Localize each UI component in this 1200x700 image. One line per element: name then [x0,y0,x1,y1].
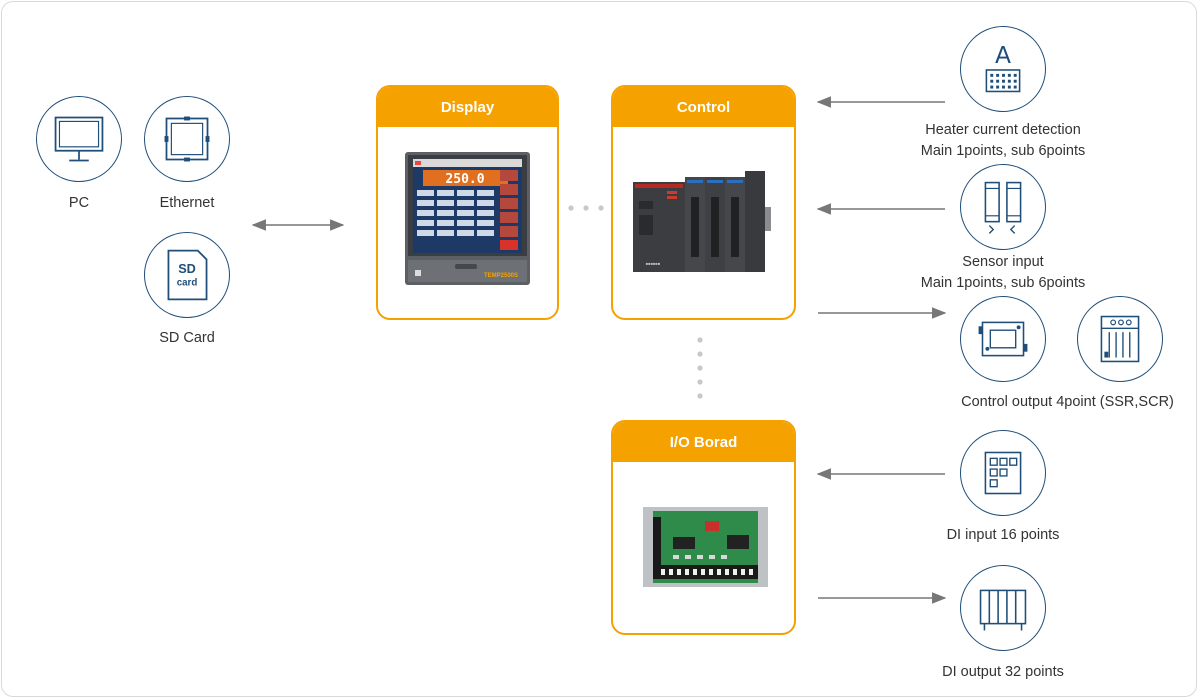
sd-icon-top-text: SD [178,262,196,276]
sd-icon-bottom-text: card [177,278,198,289]
scr-icon [1077,296,1163,382]
heater-current-icon: A [960,26,1046,112]
di-input-label: DI input 16 points [946,527,1060,543]
io-board-module: I/O Borad [611,420,796,635]
io-board-device-image [643,507,768,587]
di-input-icon [960,430,1046,516]
ethernet-icon [144,96,230,182]
di-output-icon [960,565,1046,651]
display-screen-value: 250.0 [445,172,484,187]
display-module: Display 250.0 TEMP2500S [376,85,559,320]
di-output-label: DI output 32 points [942,664,1064,680]
sensor-label-line2: Main 1points, sub 6points [920,275,1086,291]
control-title: Control [613,87,794,127]
display-brand-text: TEMP2500S [484,273,518,279]
ethernet-label: Ethernet [159,195,215,211]
sensor-input-icon [960,164,1046,250]
sensor-label-line1: Sensor input [962,254,1044,270]
pc-label: PC [68,195,90,211]
control-module: Control ■■■■■■ [611,85,796,320]
heater-label-line2: Main 1points, sub 6points [920,143,1086,159]
control-device-image: ■■■■■■ [633,171,771,272]
ssr-icon [960,296,1046,382]
sd-card-icon: SD card [144,232,230,318]
svg-text:■■■■■■: ■■■■■■ [646,261,661,266]
sd-card-label: SD Card [159,330,215,346]
display-device-image: 250.0 TEMP2500S [405,152,530,285]
display-title: Display [378,87,557,127]
heater-label-line1: Heater current detection [925,122,1081,138]
pc-icon [36,96,122,182]
heater-icon-letter: A [995,41,1011,69]
control-output-label: Control output 4point (SSR,SCR) [961,394,1174,410]
io-board-title: I/O Borad [613,422,794,462]
